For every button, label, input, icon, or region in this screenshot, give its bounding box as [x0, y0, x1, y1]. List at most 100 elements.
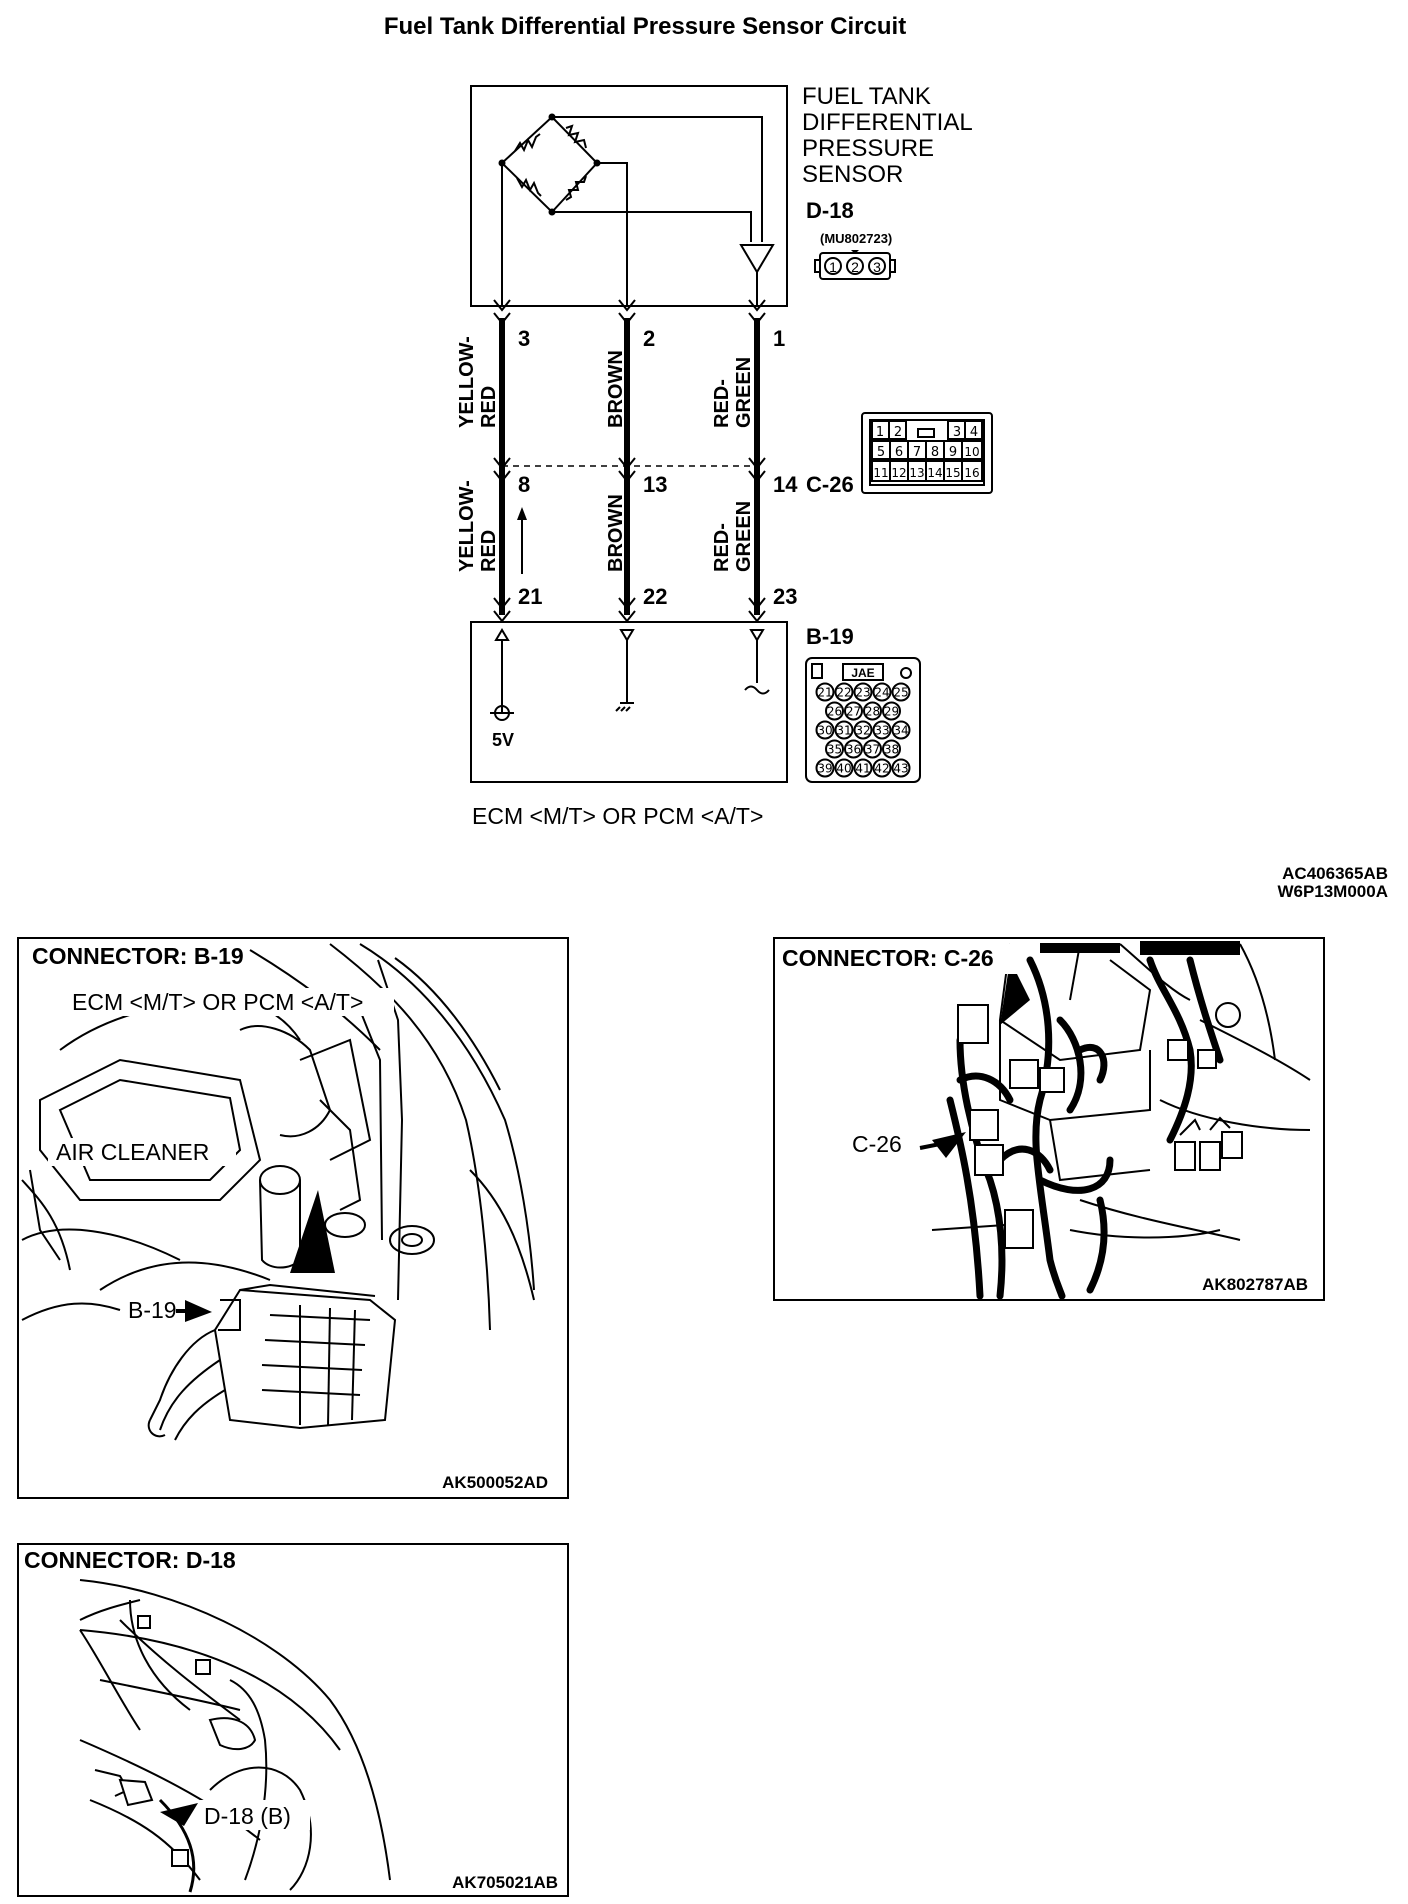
- wire-color-upper-red: RED: [478, 386, 500, 428]
- d18-part-number: (MU802723): [820, 231, 892, 246]
- b19-pin-40: 40: [836, 762, 851, 776]
- c26-pin-16: 16: [964, 466, 979, 480]
- wire-color-upper-yellow: YELLOW-: [456, 336, 478, 428]
- b19-pin-cavity: [882, 701, 901, 721]
- c26-pin-3: 3: [953, 425, 961, 440]
- b19-pin-cavity: [834, 758, 854, 778]
- current-arrow-icon: [517, 507, 527, 574]
- pin-lower-23: 23: [773, 584, 797, 609]
- b19-pin-cavity: [863, 701, 882, 721]
- ecm-box: [470, 621, 788, 783]
- sensor-name-line-2: DIFFERENTIAL: [802, 109, 973, 136]
- c26-pin-6: 6: [895, 445, 903, 460]
- b19-pin-cavity: [853, 682, 873, 702]
- dash-harness-illustration: [919, 941, 1311, 1300]
- b19-pin-26: 26: [827, 705, 842, 719]
- page-title: Fuel Tank Differential Pressure Sensor C…: [384, 13, 906, 40]
- signal-wave-icon: [744, 685, 770, 695]
- c26-pin-11: 11: [873, 466, 888, 480]
- b19-pin-cavity: [853, 720, 873, 740]
- ecm-module-illustration: [147, 1283, 397, 1441]
- b19-pin-24: 24: [874, 686, 889, 700]
- b19-pin-cavity: [863, 739, 882, 759]
- panel-b19-title: CONNECTOR: B-19: [32, 943, 244, 969]
- panel-b19-air-cleaner-label: AIR CLEANER: [56, 1139, 209, 1165]
- amplifier-icon: [739, 244, 775, 274]
- b19-pin-cavity: [872, 682, 892, 702]
- pin-upper-3: 3: [518, 326, 530, 351]
- diagram-code-1: AC406365AB: [1282, 864, 1388, 883]
- b19-pin-cavity: [815, 682, 835, 702]
- panel-d18-code: AK705021AB: [452, 1873, 558, 1892]
- pin-mid-13: 13: [643, 472, 667, 497]
- wire-color-lower-green: GREEN: [733, 501, 755, 572]
- ecm-voltage: 5V: [492, 730, 514, 750]
- b19-pin-32: 32: [855, 724, 870, 738]
- panel-c26-code: AK802787AB: [1202, 1275, 1308, 1294]
- c26-pin-10: 10: [964, 445, 979, 459]
- b19-pin-cavity: [872, 758, 892, 778]
- b19-pin-cavity: [844, 701, 863, 721]
- c26-pin-8: 8: [931, 445, 939, 460]
- b19-pin-38: 38: [884, 743, 899, 757]
- pin-lower-22: 22: [643, 584, 667, 609]
- wire-color-lower-red-dash: RED-: [711, 523, 733, 572]
- panel-d18-title: CONNECTOR: D-18: [24, 1547, 236, 1573]
- sensor-name-line-4: SENSOR: [802, 161, 903, 188]
- sensor-box: [470, 85, 788, 307]
- panel-b19-connector-label: B-19: [128, 1297, 177, 1323]
- d18-pin-2: 2: [851, 259, 859, 275]
- panel-b19: CONNECTOR: B-19 ECM <M/T> OR PCM <A/T> A…: [17, 937, 569, 1499]
- b19-pin-cavity: [815, 758, 835, 778]
- wire-color-upper-green: GREEN: [733, 357, 755, 428]
- c26-pin-1: 1: [876, 425, 884, 440]
- wire-color-upper-brown: BROWN: [605, 350, 627, 428]
- b19-pin-cavity: [872, 720, 892, 740]
- engine-bay-illustration: [21, 943, 535, 1331]
- panel-c26: CONNECTOR: C-26 C-26 AK802787AB: [773, 937, 1325, 1301]
- b19-pin-cavity: [891, 758, 911, 778]
- b19-pin-cavity: [891, 682, 911, 702]
- b19-pin-cavity: [891, 720, 911, 740]
- d18-pin-3: 3: [873, 259, 881, 275]
- b19-pin-35: 35: [827, 743, 842, 757]
- panel-c26-connector-label: C-26: [852, 1131, 902, 1157]
- b19-pin-cavity: [834, 682, 854, 702]
- b19-pin-21: 21: [817, 686, 832, 700]
- b19-pin-cavity: [853, 758, 873, 778]
- b19-pin-cavity: [815, 720, 835, 740]
- wire-color-lower-brown: BROWN: [605, 494, 627, 572]
- b19-pin-cavity: [882, 739, 901, 759]
- panel-b19-code: AK500052AD: [442, 1473, 548, 1492]
- b19-pin-30: 30: [817, 724, 832, 738]
- b19-connector-id: B-19: [806, 624, 854, 649]
- d18-connector-id: D-18: [806, 198, 854, 223]
- wire-color-lower-yellow: YELLOW-: [456, 480, 478, 572]
- pin-lower-21: 21: [518, 584, 542, 609]
- panel-b19-ecm-label: ECM <M/T> OR PCM <A/T>: [72, 989, 363, 1015]
- c26-pin-14: 14: [927, 466, 942, 480]
- b19-pin-22: 22: [836, 686, 851, 700]
- panel-c26-title: CONNECTOR: C-26: [782, 945, 994, 971]
- ecm-label: ECM <M/T> OR PCM <A/T>: [472, 803, 763, 829]
- b19-pin-23: 23: [855, 686, 870, 700]
- b19-pin-cavity: [825, 701, 844, 721]
- b19-pin-28: 28: [865, 705, 880, 719]
- diagram-code-2: W6P13M000A: [1277, 882, 1388, 901]
- b19-pin-36: 36: [846, 743, 861, 757]
- pin-mid-14: 14: [773, 472, 798, 497]
- b19-pin-42: 42: [874, 762, 889, 776]
- b19-pin-43: 43: [893, 762, 908, 776]
- b19-pin-cavity: [844, 739, 863, 759]
- panel-d18: CONNECTOR: D-18 D-18 (B) AK705021AB: [17, 1543, 569, 1897]
- c26-connector-id: C-26: [806, 472, 854, 497]
- b19-pin-37: 37: [865, 743, 880, 757]
- c26-pin-15: 15: [945, 466, 960, 480]
- b19-pin-25: 25: [893, 686, 908, 700]
- b19-pin-31: 31: [836, 724, 851, 738]
- d18-connector-face: 1 2 3: [814, 250, 896, 280]
- c26-pin-9: 9: [949, 445, 957, 460]
- sensor-name-line-3: PRESSURE: [802, 135, 934, 162]
- ground-icon: [615, 702, 634, 712]
- wire-color-lower-red: RED: [478, 530, 500, 572]
